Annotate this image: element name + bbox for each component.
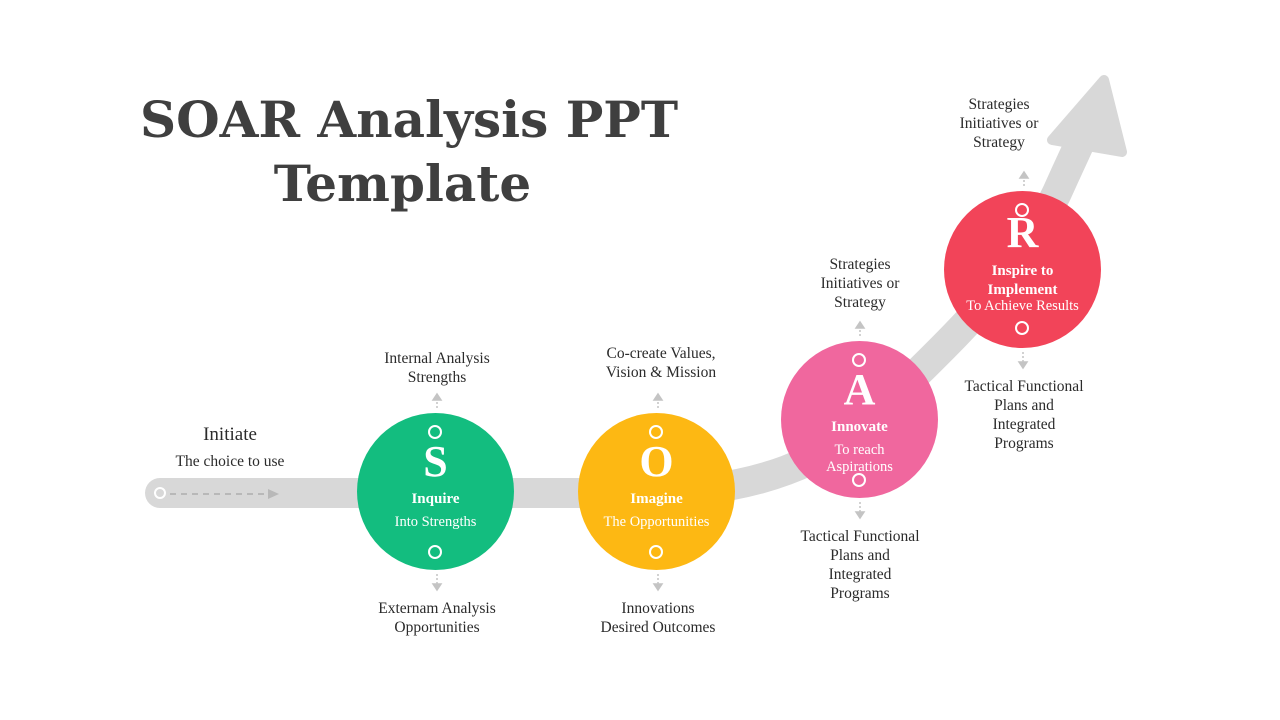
aspirations-letter: A (843, 365, 876, 414)
strengths-sub: Into Strengths (394, 514, 477, 530)
page-title: SOAR Analysis PPT Template (140, 88, 679, 216)
opportunities-sub: The Opportunities (603, 514, 710, 530)
ring-bottom (428, 545, 442, 559)
initiate-subtitle: The choice to use (175, 453, 285, 470)
strengths-heading: Inquire (411, 491, 460, 507)
aspirations-heading: Innovate (831, 419, 888, 435)
results-sub: To Achieve Results (966, 298, 1079, 314)
opportunities-letter: O (639, 437, 674, 486)
title-line-2: Template (273, 154, 532, 213)
title-line-1: SOAR Analysis PPT (140, 90, 679, 149)
opportunities-heading: Imagine (630, 491, 683, 507)
ring-top (649, 425, 663, 439)
ring-bottom (852, 473, 866, 487)
ring-top (428, 425, 442, 439)
opportunities-top-label: Co-create Values,Vision & Mission (605, 345, 717, 381)
strengths-circle: S Inquire Into Strengths (357, 413, 514, 570)
ring-top (1015, 203, 1029, 217)
ring-top (852, 353, 866, 367)
connector-arrows (431, 170, 1030, 592)
start-dashed-arrowhead (268, 489, 279, 499)
results-letter: R (1006, 208, 1039, 257)
ring-bottom (649, 545, 663, 559)
growth-arrowhead (1047, 75, 1127, 157)
initiate-title: Initiate (203, 424, 257, 445)
ring-bottom (1015, 321, 1029, 335)
start-marker (154, 487, 166, 499)
strengths-letter: S (423, 437, 448, 486)
opportunities-circle: O Imagine The Opportunities (578, 413, 735, 570)
